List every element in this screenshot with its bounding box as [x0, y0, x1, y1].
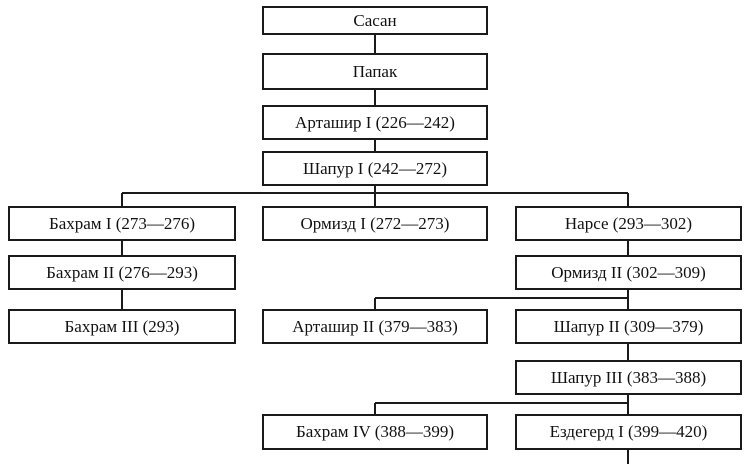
- node-hormizd-2: Ормизд II (302—309): [515, 255, 742, 290]
- node-sasan: Сасан: [262, 6, 488, 35]
- node-shapur-1: Шапур I (242—272): [262, 151, 488, 186]
- node-shapur-3: Шапур III (383—388): [515, 360, 742, 395]
- node-yazdegerd-1: Ездегерд I (399—420): [515, 414, 742, 450]
- node-bahram-2: Бахрам II (276—293): [8, 255, 236, 290]
- node-ardashir-2: Арташир II (379—383): [262, 309, 488, 344]
- node-ardashir-1: Арташир I (226—242): [262, 105, 488, 140]
- node-shapur-2: Шапур II (309—379): [515, 309, 742, 344]
- node-bahram-4: Бахрам IV (388—399): [262, 414, 488, 450]
- node-bahram-3: Бахрам III (293): [8, 309, 236, 344]
- node-hormizd-1: Ормизд I (272—273): [262, 206, 488, 241]
- node-bahram-1: Бахрам I (273—276): [8, 206, 236, 241]
- node-narseh: Нарсе (293—302): [515, 206, 742, 241]
- node-papak: Папак: [262, 53, 488, 90]
